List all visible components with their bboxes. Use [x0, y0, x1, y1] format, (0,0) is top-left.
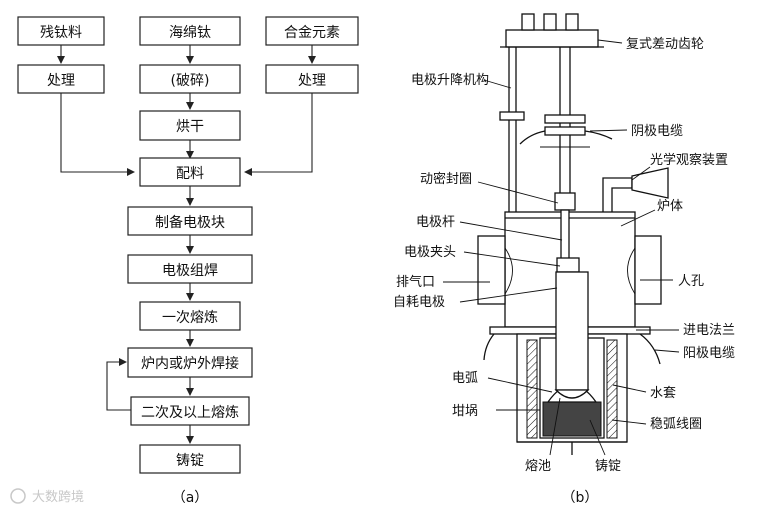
anode-cable — [639, 333, 661, 365]
label-jacket: 水套 — [650, 385, 676, 401]
exhaust-bulge — [504, 247, 513, 295]
box-batching: 配料 — [139, 157, 241, 187]
caption-b: （b） — [562, 490, 599, 506]
box-electrode-block: 制备电极块 — [127, 206, 253, 236]
vacuum-arc-furnace: 复式差动齿轮 电极升降机构 阴极电缆 光学观察装置 动密封圈 炉体 电极杆 电极… — [393, 13, 735, 506]
label-crucible: 坩埚 — [452, 404, 478, 419]
box-first-melting: 一次熔炼 — [139, 301, 241, 331]
box-treat-alloy: 处理 — [265, 64, 359, 94]
label-pool: 熔池 — [525, 459, 551, 474]
label-cathode-cable: 阴极电缆 — [631, 123, 683, 139]
label-exhaust: 排气口 — [396, 274, 435, 290]
manhole-port — [634, 235, 662, 305]
label-coil: 稳弧线圈 — [650, 416, 702, 432]
cathode-clamp-bottom — [544, 126, 586, 136]
electrode-rod — [560, 209, 570, 261]
svg-text:海绵钛: 海绵钛 — [169, 24, 211, 41]
gear-knob-2 — [543, 13, 557, 31]
flange-cable-left — [483, 333, 495, 361]
leader-lines — [443, 39, 680, 456]
process-flowchart: 残钛料 海绵钛 合金元素 处理 (破碎) 处理 烘干 — [17, 16, 359, 506]
label-clamp: 电极夹头 — [404, 245, 456, 260]
manhole-bulge — [627, 247, 636, 295]
label-rod: 电极杆 — [416, 215, 455, 230]
label-manhole: 人孔 — [678, 274, 704, 289]
coil-left — [526, 339, 538, 439]
svg-text:残钛料: 残钛料 — [40, 25, 82, 41]
svg-text:电极组焊: 电极组焊 — [162, 263, 218, 279]
gear-knob-1 — [521, 13, 535, 31]
electrode-clamp — [556, 257, 580, 273]
label-electrode: 自耗电极 — [393, 295, 445, 310]
ingot-solid — [542, 401, 602, 437]
svg-text:合金元素: 合金元素 — [284, 25, 340, 41]
box-scrap-titanium: 残钛料 — [17, 16, 105, 46]
flow-connectors — [57, 45, 316, 444]
box-drying: 烘干 — [139, 110, 241, 141]
label-arc: 电弧 — [452, 371, 478, 386]
dynamic-seal — [554, 192, 576, 211]
box-second-melting: 二次及以上熔炼 — [130, 396, 250, 426]
label-ingot: 铸锭 — [595, 458, 621, 474]
label-flange: 进电法兰 — [683, 323, 735, 338]
box-crush: (破碎) — [139, 64, 241, 94]
caption-a: （a） — [172, 490, 209, 506]
svg-text:(破碎): (破碎) — [171, 73, 210, 89]
box-treat-scrap: 处理 — [17, 64, 105, 94]
cathode-clamp-top — [544, 114, 586, 124]
svg-text:炉内或炉外焊接: 炉内或炉外焊接 — [141, 355, 239, 372]
svg-text:铸锭: 铸锭 — [176, 453, 204, 469]
cathode-cable-left — [519, 130, 546, 145]
optical-eyepiece — [631, 167, 669, 199]
box-furnace-welding: 炉内或炉外焊接 — [127, 347, 253, 378]
svg-text:一次熔炼: 一次熔炼 — [162, 310, 218, 326]
watermark: 大数跨境 — [10, 488, 84, 505]
gear-housing — [505, 29, 599, 48]
lift-nut — [499, 111, 525, 121]
label-optical: 光学观察装置 — [650, 152, 728, 168]
box-alloy-elements: 合金元素 — [265, 16, 359, 46]
box-electrode-welding: 电极组焊 — [127, 254, 253, 284]
svg-text:配料: 配料 — [176, 166, 204, 182]
watermark-logo-icon — [10, 488, 26, 504]
consumable-electrode — [555, 271, 589, 391]
label-gear: 复式差动齿轮 — [626, 37, 704, 52]
svg-text:处理: 处理 — [47, 73, 75, 89]
svg-text:二次及以上熔炼: 二次及以上熔炼 — [141, 405, 239, 421]
cathode-cable-right — [584, 130, 613, 140]
label-anode-cable: 阳极电缆 — [683, 345, 735, 361]
watermark-text: 大数跨境 — [32, 490, 84, 505]
svg-text:制备电极块: 制备电极块 — [155, 214, 225, 231]
label-lift: 电极升降机构 — [411, 73, 489, 88]
electrode-tip — [554, 389, 590, 399]
coil-right — [606, 339, 618, 439]
label-body: 炉体 — [657, 199, 683, 214]
box-sponge-titanium: 海绵钛 — [139, 16, 241, 46]
svg-text:处理: 处理 — [298, 73, 326, 89]
label-seal: 动密封圈 — [420, 171, 472, 187]
exhaust-port — [477, 235, 506, 305]
gear-knob-3 — [565, 13, 579, 31]
optical-tube — [602, 177, 633, 212]
svg-text:烘干: 烘干 — [176, 119, 204, 135]
box-ingot: 铸锭 — [139, 444, 241, 474]
